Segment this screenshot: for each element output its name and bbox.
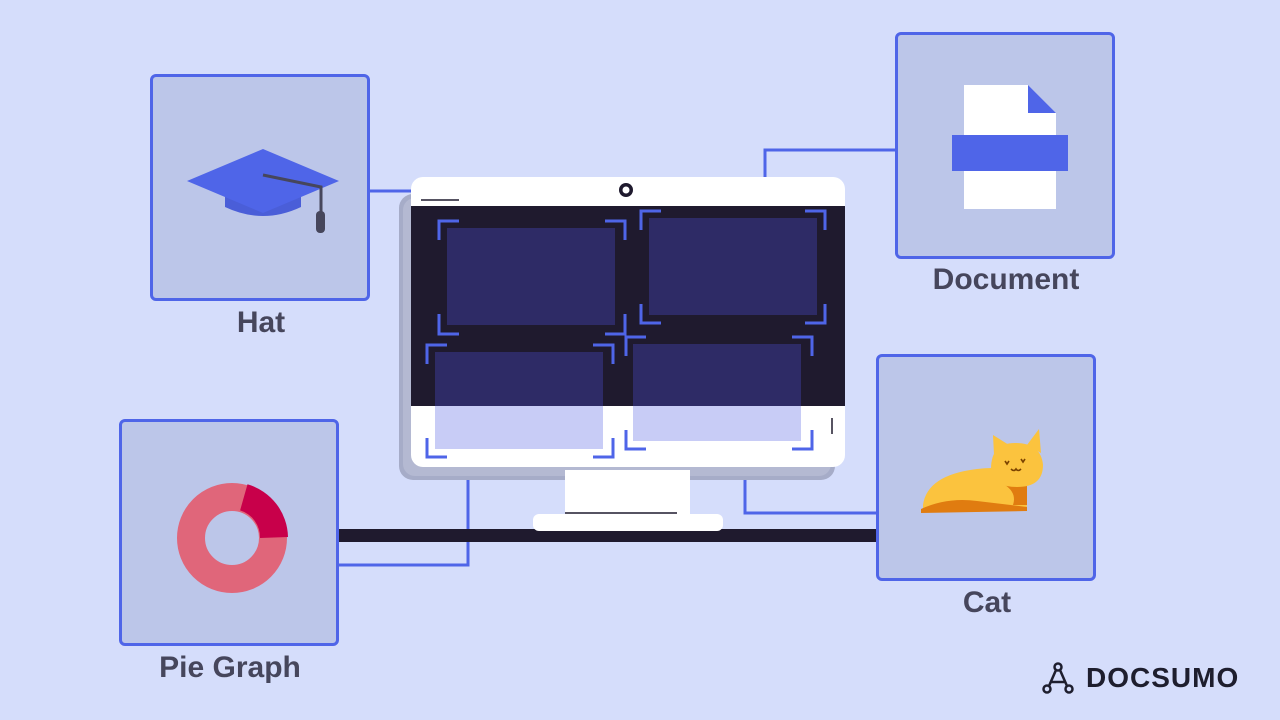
document-card [895, 32, 1115, 259]
detection-region-1 [447, 228, 615, 325]
desk-bar [335, 529, 880, 542]
cat-card [876, 354, 1096, 581]
pie-graph-label: Pie Graph [159, 651, 301, 684]
monitor-base [533, 514, 723, 531]
donut-chart-icon [177, 483, 288, 593]
detection-region-2 [649, 218, 817, 315]
cat-label: Cat [962, 586, 1012, 619]
document-label: Document [932, 263, 1080, 296]
monitor-neck [565, 470, 690, 518]
hat-label: Hat [236, 306, 286, 339]
document-icon [952, 85, 1068, 209]
docsumo-logo-icon [1042, 662, 1074, 694]
pie-graph-card [119, 419, 339, 646]
hat-card [150, 74, 370, 301]
brand-name: DOCSUMO [1086, 662, 1240, 693]
graduation-cap-icon [187, 149, 339, 233]
monitor [399, 177, 845, 531]
pie-connector [337, 450, 470, 567]
cat-icon [921, 429, 1043, 513]
